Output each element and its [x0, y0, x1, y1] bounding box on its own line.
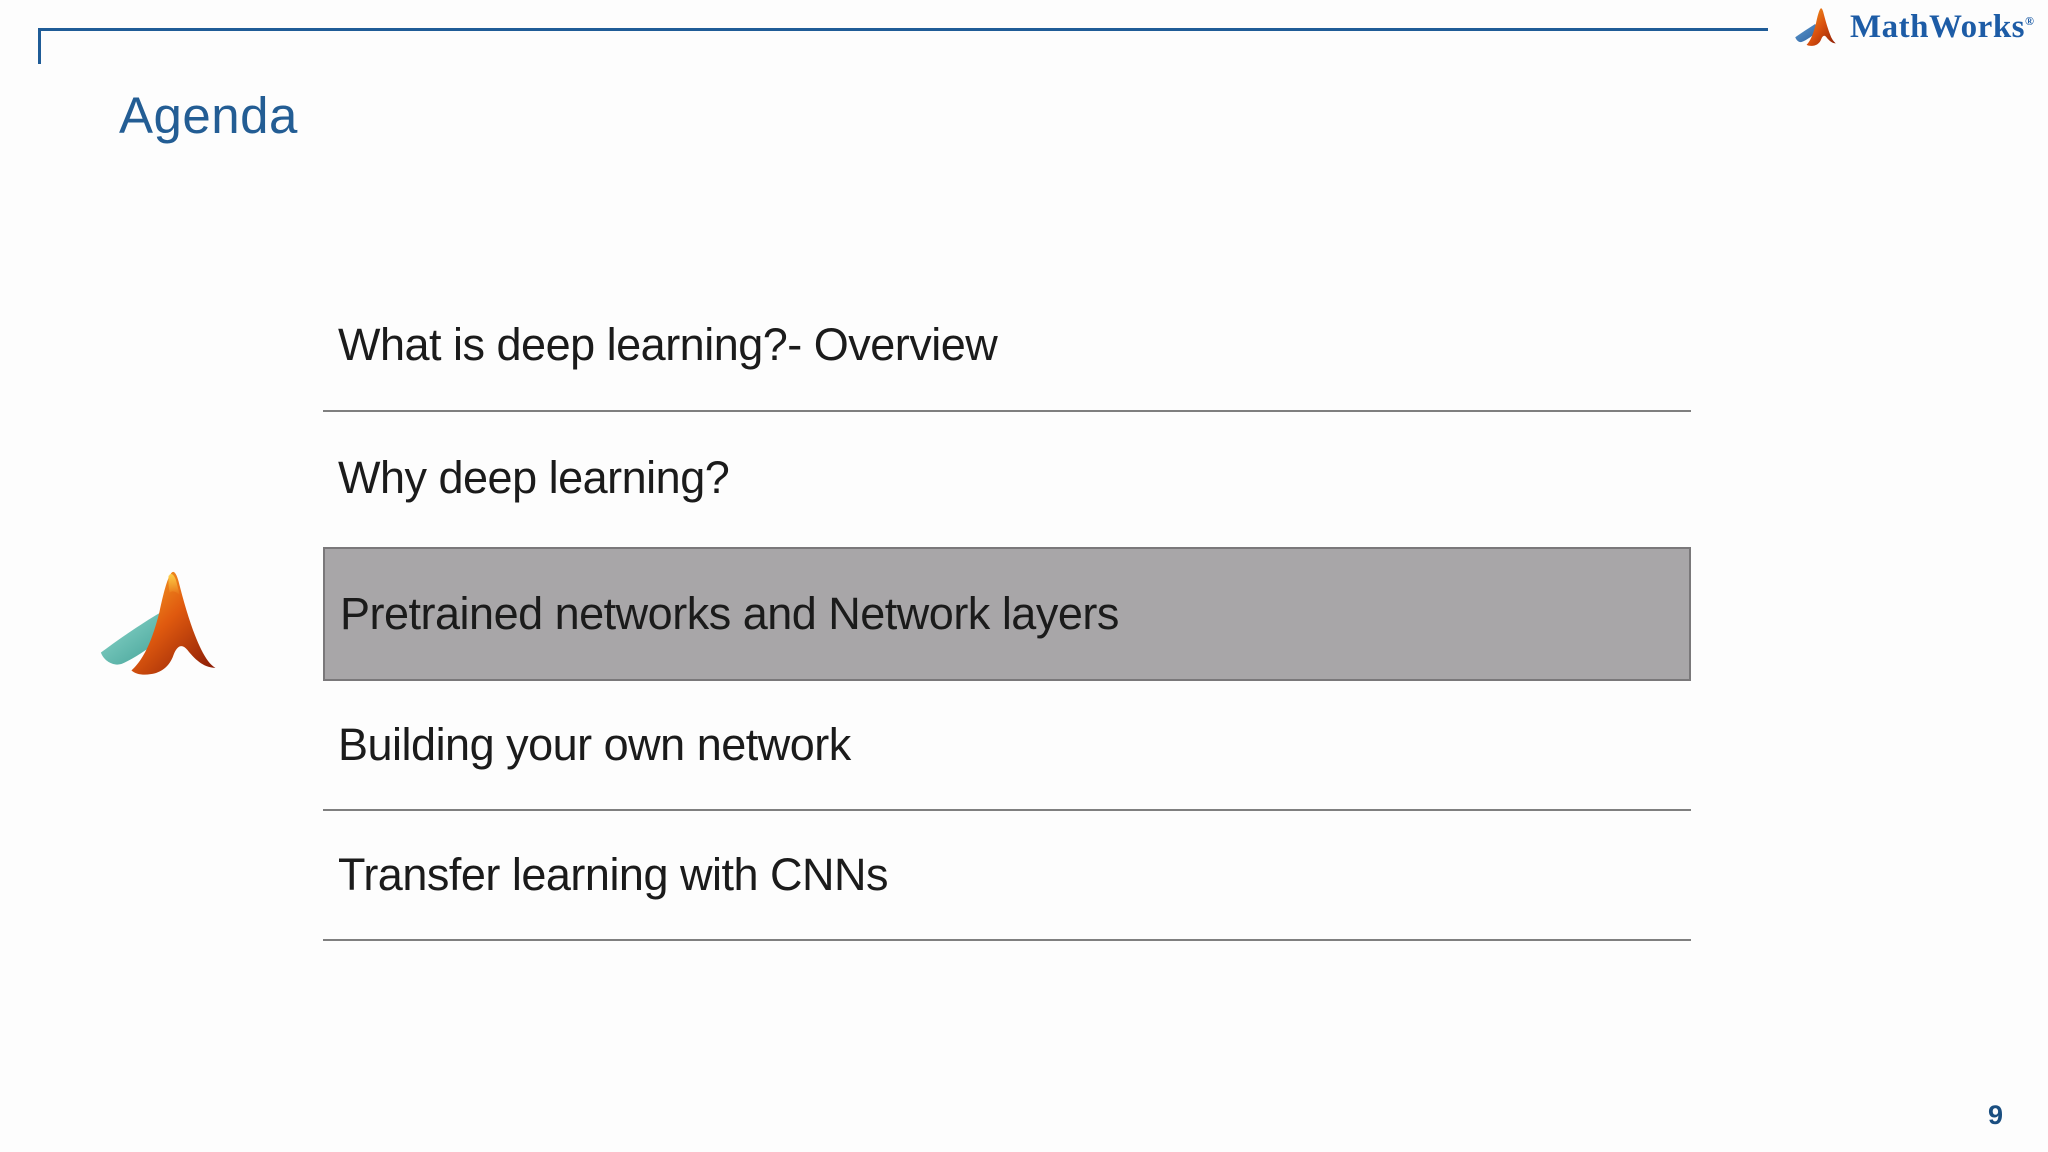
mathworks-logo-icon: [1795, 8, 1836, 46]
agenda-item-current: Pretrained networks and Network layers: [323, 547, 1691, 681]
agenda-item-label: Pretrained networks and Network layers: [340, 588, 1119, 639]
registered-trademark: ®: [2025, 13, 2035, 28]
top-accent-rule: [38, 28, 1768, 64]
page-number: 9: [1988, 1100, 2004, 1130]
agenda-item-label: Building your own network: [338, 719, 851, 770]
agenda-item: Building your own network: [323, 681, 1691, 811]
mathworks-wordmark-text: MathWorks: [1850, 8, 2026, 45]
matlab-logo: [100, 571, 216, 675]
agenda-item: Why deep learning?: [323, 412, 1691, 544]
agenda-item-label: Why deep learning?: [338, 452, 730, 503]
mathworks-brand: MathWorks®: [1790, 6, 2034, 58]
agenda-list: What is deep learning?- Overview Why dee…: [323, 280, 1691, 941]
agenda-item-label: What is deep learning?- Overview: [338, 319, 998, 370]
page-title: Agenda: [119, 87, 298, 144]
agenda-item-label: Transfer learning with CNNs: [338, 849, 889, 900]
mathworks-wordmark: MathWorks®: [1850, 8, 2035, 54]
agenda-item: Transfer learning with CNNs: [323, 811, 1691, 941]
agenda-item: What is deep learning?- Overview: [323, 280, 1691, 412]
